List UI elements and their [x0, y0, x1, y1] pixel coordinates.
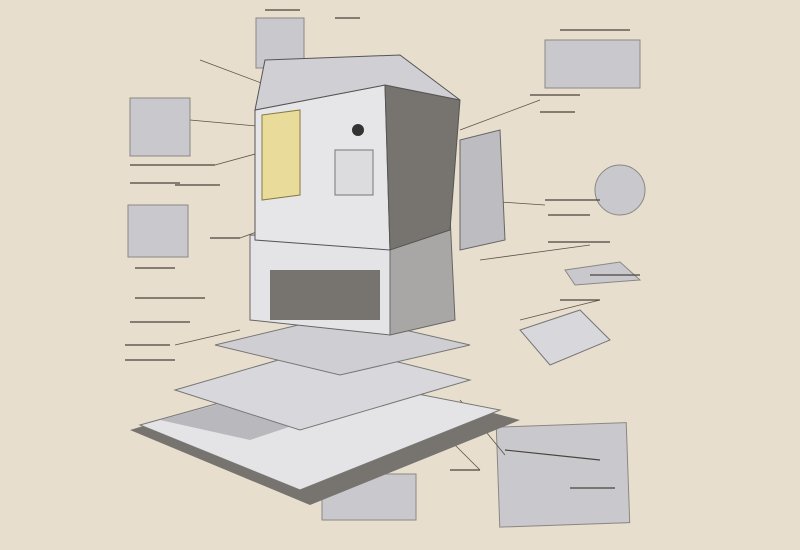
side-module: [459, 129, 506, 251]
computer-illustration: [130, 54, 611, 505]
note-panel-bottom-right: [495, 422, 631, 528]
annotation-scribbles: [125, 9, 640, 489]
note-panel-right-top: [544, 39, 641, 89]
front-panel: [334, 149, 374, 196]
sketch-panel-left-mid: [127, 204, 189, 258]
annotation-panels: [127, 17, 646, 528]
component-sketch-right: [564, 261, 642, 286]
power-button: [352, 124, 364, 136]
sketch-panel-left-top: [129, 97, 191, 157]
peripheral-right: [519, 309, 611, 366]
monitor-side: [384, 84, 461, 251]
paper-note: [261, 109, 301, 201]
internal-bay: [270, 270, 380, 320]
detail-circle: [594, 164, 646, 216]
monitor-top: [254, 54, 461, 111]
